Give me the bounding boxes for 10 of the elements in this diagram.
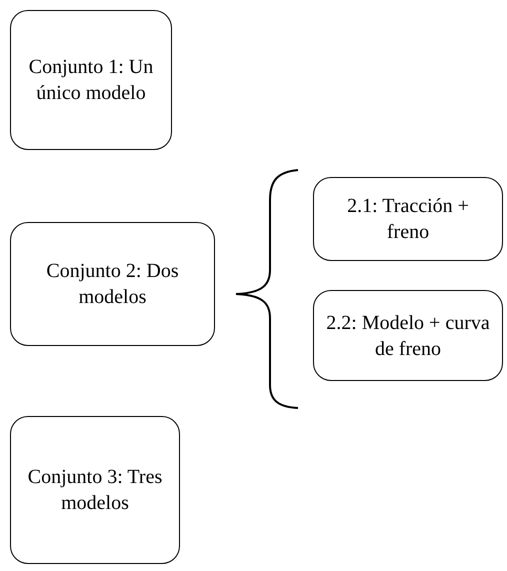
box-text: Conjunto 3: Tres modelos [26,465,164,516]
box-text: 2.2: Modelo + curva de freno [326,310,490,362]
box-text: Conjunto 1: Un único modelo [28,55,154,106]
box-text: 2.1: Tracción + freno [346,194,470,245]
rounded-box [313,290,503,381]
rounded-box [10,10,172,150]
rounded-box [10,222,215,346]
rounded-box [10,416,180,564]
rounded-box [313,177,503,261]
box-text: Conjunto 2: Dos modelos [45,259,180,310]
